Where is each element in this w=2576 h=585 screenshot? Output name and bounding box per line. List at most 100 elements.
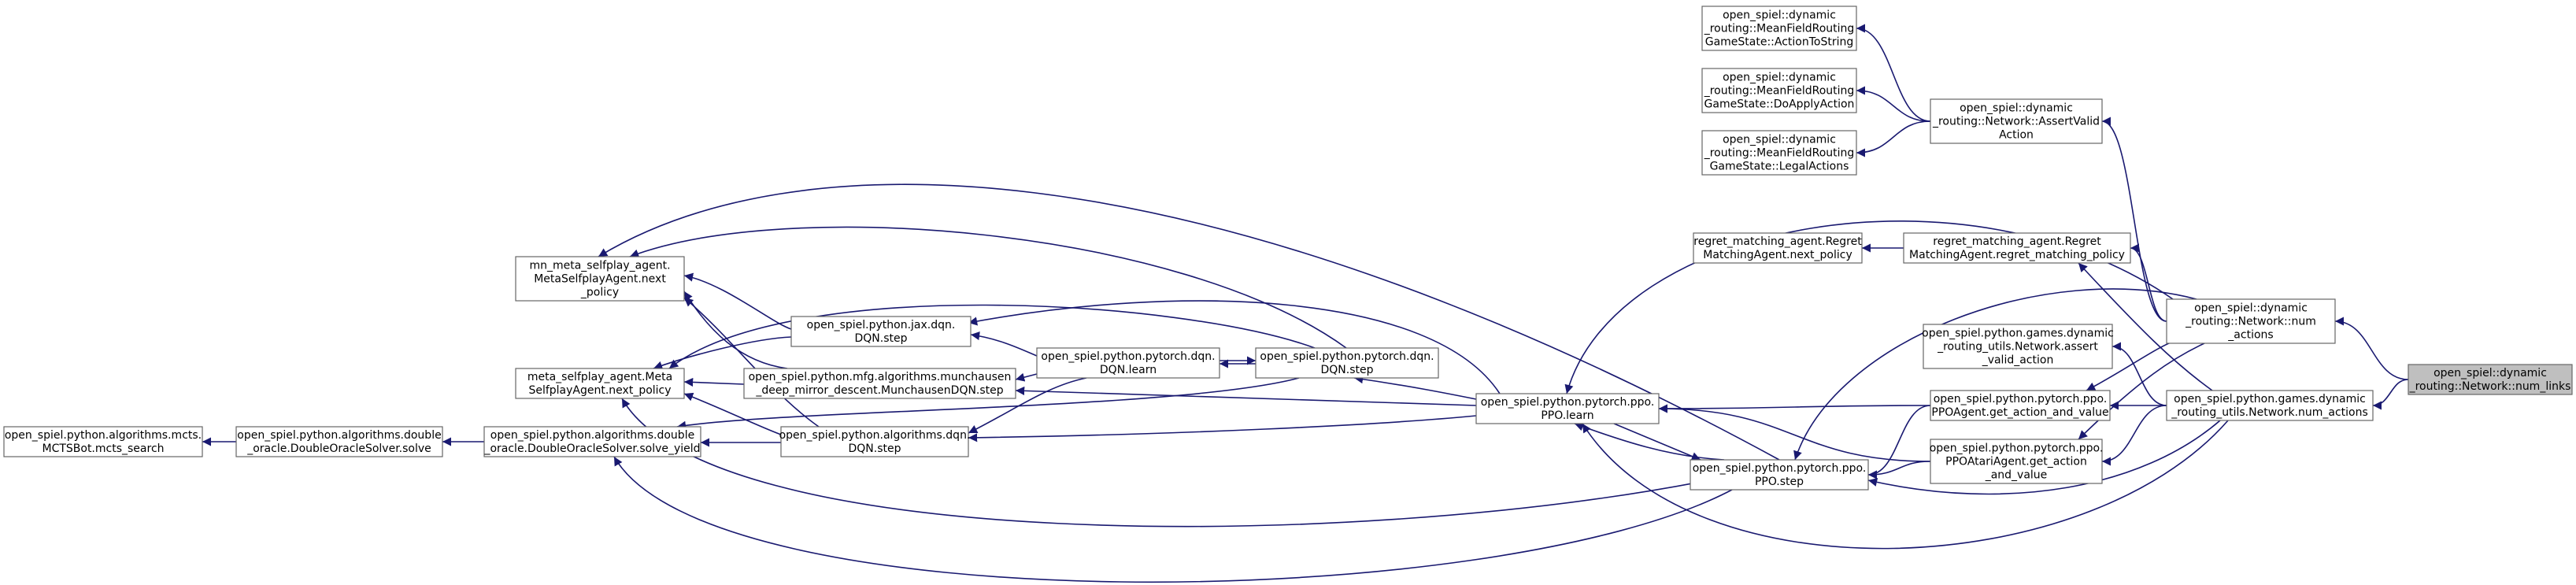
node-torch-dqn-learn[interactable]: open_spiel.python.pytorch.dqn.DQN.learn (1036, 347, 1220, 379)
node-assert-valid[interactable]: open_spiel::dynamic_routing::Network::As… (1930, 98, 2103, 144)
node-label-line: _actions (2227, 329, 2273, 342)
edge-path (683, 297, 820, 428)
node-label-line: regret_matching_agent.Regret (1693, 235, 1862, 248)
node-label-line: open_spiel.python.games.dynamic (2174, 393, 2366, 405)
node-box (1255, 347, 1439, 379)
node-label-line: open_spiel::dynamic (1960, 102, 2073, 115)
node-label-line: _routing::MeanFieldRouting (1704, 85, 1855, 98)
edge-path (1582, 420, 2229, 550)
node-box (2408, 364, 2573, 395)
node-label-line: mn_meta_selfplay_agent. (529, 260, 670, 272)
edge-path (1658, 404, 1931, 413)
node-regret-next[interactable]: regret_matching_agent.RegretMatchingAgen… (1693, 232, 1863, 264)
node-box (1903, 232, 2131, 264)
node-legal-actions[interactable]: open_spiel::dynamic_routing::MeanFieldRo… (1701, 130, 1857, 176)
node-label-line: open_spiel.python.pytorch.dqn. (1041, 350, 1215, 363)
node-do-solve[interactable]: open_spiel.python.algorithms.double_orac… (235, 426, 443, 457)
node-box (1930, 98, 2103, 144)
node-label-line: DQN.step (854, 332, 907, 345)
node-py-num-actions[interactable]: open_spiel.python.games.dynamic_routing_… (2166, 390, 2374, 421)
edge-path (1574, 422, 1725, 461)
node-jax-dqn-step[interactable]: open_spiel.python.jax.dqn.DQN.step (790, 316, 972, 347)
edge-path (613, 456, 1733, 583)
node-label-line: _routing::Network::num_links (2409, 380, 2571, 393)
node-alg-dqn-step[interactable]: open_spiel.python.algorithms.dqn.DQN.ste… (779, 426, 971, 457)
node-label-line: open_spiel.python.pytorch.ppo. (1693, 462, 1867, 475)
node-mn-meta[interactable]: mn_meta_selfplay_agent.MetaSelfplayAgent… (515, 256, 685, 302)
node-meta-selfplay[interactable]: meta_selfplay_agent.MetaSelfplayAgent.ne… (515, 368, 685, 399)
edge-path (1867, 461, 1931, 479)
node-to-string[interactable]: open_spiel::dynamic_routing::MeanFieldRo… (1701, 6, 1857, 51)
edge-meta_selfplay-to-munchausen (683, 377, 745, 387)
edge-path (683, 392, 782, 435)
node-label-line: PPOAgent.get_action_and_value (1931, 406, 2108, 419)
node-mcts[interactable]: open_spiel.python.algorithms.mcts.MCTSBo… (3, 426, 203, 457)
node-label-line: _policy (580, 287, 619, 299)
node-box (3, 426, 203, 457)
edge-jax_dqn_step-to-ppo_learn (968, 300, 1501, 394)
edge-py_assert-to-py_num_actions (2112, 342, 2167, 406)
node-root[interactable]: open_spiel::dynamic_routing::Network::nu… (2408, 364, 2573, 395)
edge-meta_selfplay-to-jax_dqn_step (653, 336, 792, 370)
node-label-line: MatchingAgent.regret_matching_policy (1909, 249, 2125, 261)
node-box (1701, 6, 1857, 51)
edge-to_string-to-assert_valid (1856, 24, 1931, 122)
edge-path (653, 336, 792, 370)
node-label-line: _routing::MeanFieldRouting (1704, 147, 1855, 160)
node-ppo-learn[interactable]: open_spiel.python.pytorch.ppo.PPO.learn (1475, 393, 1660, 424)
edge-ppo_learn-to-py_num_actions (1582, 420, 2229, 550)
edge-path (2101, 405, 2167, 466)
edge-path (968, 415, 1477, 442)
node-label-line: open_spiel::dynamic (2194, 302, 2308, 315)
edge-path (2078, 262, 2213, 391)
edge-regret_policy-to-num_actions_cpp (2130, 243, 2167, 322)
edge-path (676, 377, 1300, 430)
node-box (1930, 439, 2103, 484)
node-ppo-atari[interactable]: open_spiel.python.pytorch.ppo.PPOAtariAg… (1930, 439, 2104, 484)
node-box (743, 368, 1016, 399)
node-box (2166, 390, 2374, 421)
node-do-yield[interactable]: open_spiel.python.algorithms.double_orac… (483, 426, 701, 457)
node-label-line: _routing::MeanFieldRouting (1704, 23, 1855, 35)
node-label-line: open_spiel.python.mfg.algorithms.munchau… (749, 371, 1012, 383)
edge-assert_valid-to-num_actions_cpp (2101, 117, 2167, 322)
edge-path (1658, 404, 1931, 462)
edge-ppo_atari-to-py_num_actions (2101, 405, 2167, 466)
edge-jax_dqn_step-to-torch_dqn_learn (970, 331, 1038, 357)
edge-path (2372, 379, 2409, 410)
node-box (515, 368, 685, 399)
node-munchausen[interactable]: open_spiel.python.mfg.algorithms.munchau… (743, 368, 1016, 399)
node-regret-policy[interactable]: regret_matching_agent.RegretMatchingAgen… (1903, 232, 2131, 264)
node-label-line: DQN.step (848, 442, 901, 455)
node-ppo-agent[interactable]: open_spiel.python.pytorch.ppo.PPOAgent.g… (1930, 390, 2111, 421)
edge-meta_selfplay-to-torch_dqn_step (668, 304, 1316, 369)
node-label-line: GameState::DoApplyAction (1704, 98, 1855, 111)
edge-path (683, 272, 792, 330)
node-label-line: regret_matching_agent.Regret (1933, 235, 2101, 248)
node-label-line: _and_value (1985, 469, 2048, 482)
node-py-assert[interactable]: open_spiel.python.games.dynamic_routing_… (1922, 324, 2114, 369)
node-num-actions-cpp[interactable]: open_spiel::dynamic_routing::Network::nu… (2166, 298, 2336, 344)
edge-ppo_step-to-num_actions_cpp (1793, 288, 2197, 461)
edge-path (2130, 243, 2167, 322)
edge-path (1015, 372, 1038, 382)
edge-alg_dqn_step-to-ppo_learn (968, 415, 1477, 442)
node-label-line: MetaSelfplayAgent.next (534, 273, 666, 286)
node-label-line: open_spiel.python.algorithms.double (237, 429, 441, 442)
node-torch-dqn-step[interactable]: open_spiel.python.pytorch.dqn.DQN.step (1255, 347, 1439, 379)
node-ppo-step[interactable]: open_spiel.python.pytorch.ppo.PPO.step (1690, 459, 1869, 491)
edge-path (1856, 120, 1931, 157)
edge-path (970, 331, 1038, 357)
node-label-line: open_spiel::dynamic (1723, 9, 1836, 22)
edge-ppo_step-to-py_num_actions (1867, 420, 2221, 495)
edge-path (2334, 317, 2409, 380)
nodes-layer: open_spiel::dynamic_routing::Network::nu… (3, 6, 2573, 491)
edge-ppo_learn-to-ppo_agent (1658, 404, 1931, 413)
node-label-line: Action (1999, 129, 2034, 142)
edge-ppo_step-to-ppo_agent (1867, 405, 1931, 479)
edge-legal_actions-to-assert_valid (1856, 120, 1931, 157)
edge-path (629, 226, 1347, 349)
node-do-apply[interactable]: open_spiel::dynamic_routing::MeanFieldRo… (1701, 68, 1857, 113)
edge-path (1613, 423, 1701, 461)
node-box (483, 426, 701, 457)
